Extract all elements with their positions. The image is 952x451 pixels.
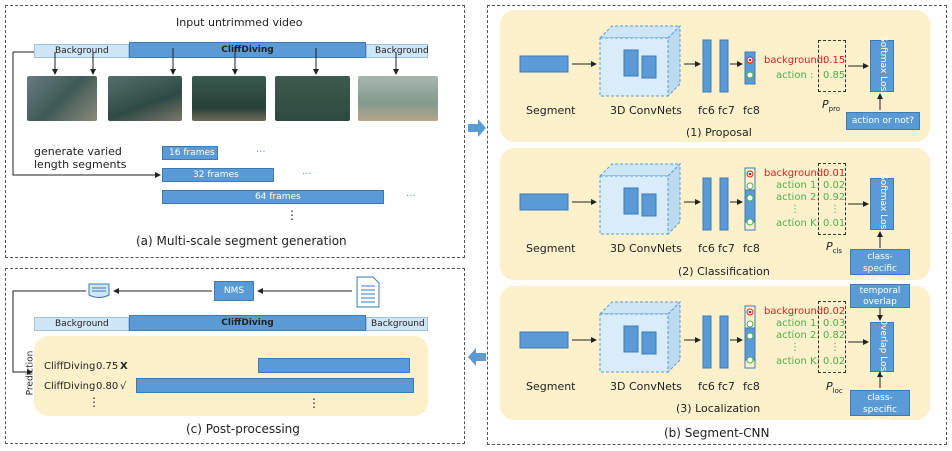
localization-value-2: 0.82	[823, 330, 846, 341]
panel-a	[5, 5, 465, 258]
localization-label-1: action 1:	[776, 318, 820, 329]
video-frame-thumbnail	[275, 76, 350, 121]
video-bar-left-background: Background	[34, 44, 129, 58]
proposal-fc7-label: fc7	[718, 104, 735, 117]
proposal-p-label: Ppro	[822, 98, 841, 114]
panel-b	[487, 5, 947, 445]
localization-label-4: action K:	[776, 356, 820, 367]
localization-value-4: 0.02	[823, 356, 846, 367]
classification-fc8-label: fc8	[743, 242, 760, 255]
classification-fc7-label: fc7	[718, 242, 735, 255]
segment-32-ellipsis: ...	[302, 166, 312, 177]
document-icon	[356, 276, 380, 308]
segment-64-ellipsis: ...	[406, 188, 416, 199]
classification-segment-label: Segment	[526, 242, 576, 255]
segment-16-ellipsis: ...	[256, 144, 266, 155]
classification-value-4: 0.01	[823, 218, 846, 229]
proposal-fc6-label: fc6	[698, 104, 715, 117]
classification-label-0: background:	[764, 168, 827, 179]
localization-label-2: action 2:	[776, 330, 820, 341]
classification-label-1: action 1:	[776, 180, 820, 191]
post-bar-right-background: Background	[366, 317, 428, 331]
segment-vertical-dots: ⋮	[286, 208, 298, 222]
proposal-label-action: action :	[776, 70, 814, 81]
classification-fc6-label: fc6	[698, 242, 715, 255]
input-video-title: Input untrimmed video	[176, 16, 303, 29]
proposal-value-action: 0.85	[823, 70, 846, 81]
classification-label-4: action K:	[776, 218, 820, 229]
classification-value-1: 0.02	[823, 180, 846, 191]
localization-temporal-overlap: temporal overlap	[850, 284, 910, 308]
prediction-vdots-left: ⋮	[88, 395, 100, 409]
video-frame-thumbnail	[108, 76, 182, 121]
panel-c	[5, 268, 465, 444]
proposal-fc8-label: fc8	[743, 104, 760, 117]
proposal-value-background: 0.15	[823, 55, 846, 66]
nms-box: NMS	[214, 281, 254, 301]
generate-text-line2: length segments	[34, 158, 127, 171]
prediction-row-2-label: CliffDiving	[44, 381, 96, 392]
localization-caption: (3) Localization	[676, 402, 761, 415]
segment-16-frames: 16 frames	[162, 146, 218, 160]
proposal-convnets-label: 3D ConvNets	[610, 104, 682, 117]
classification-class-label: class-specific label	[850, 249, 910, 286]
panel-c-caption: (c) Post-processing	[186, 422, 300, 436]
video-frame-thumbnail	[27, 76, 97, 121]
video-frame-thumbnail	[192, 76, 266, 121]
prediction-row-2-score: 0.80	[96, 381, 119, 392]
classification-p-box	[818, 163, 846, 235]
prediction-row-2-bar	[136, 378, 414, 393]
classification-convnets-label: 3D ConvNets	[610, 242, 682, 255]
classification-label-3: ⋮	[790, 204, 800, 215]
prediction-area	[34, 336, 428, 416]
classification-value-2: 0.92	[823, 192, 846, 203]
classification-softmax-loss: Softmax Loss	[870, 174, 894, 234]
classification-caption: (2) Classification	[678, 265, 770, 278]
segment-32-frames: 32 frames	[162, 168, 274, 182]
prediction-row-1-score: 0.75	[96, 361, 119, 372]
localization-value-1: 0.03	[823, 318, 846, 329]
localization-label-3: ⋮	[790, 342, 800, 353]
prediction-vdots-right: ⋮	[308, 396, 320, 410]
localization-fc6-label: fc6	[698, 380, 715, 393]
proposal-p-box	[818, 40, 846, 92]
post-bar-cliffdiving: CliffDiving	[129, 315, 366, 331]
generate-text-line1: generate varied	[34, 145, 122, 158]
localization-value-0: 0.02	[823, 306, 846, 317]
classification-label-2: action 2:	[776, 192, 820, 203]
localization-fc7-label: fc7	[718, 380, 735, 393]
video-frame-thumbnail	[358, 76, 438, 121]
proposal-label-background: background:	[764, 55, 827, 66]
prediction-row-1-label: CliffDiving	[44, 361, 96, 372]
localization-class-label: class-specific label	[850, 390, 910, 427]
post-bar-left-background: Background	[34, 317, 129, 331]
proposal-caption: (1) Proposal	[686, 126, 752, 139]
classification-value-3: ⋮	[830, 204, 840, 215]
video-bar-right-background: Background	[366, 44, 429, 58]
localization-overlap-loss: Overlap Loss	[870, 318, 894, 376]
prediction-row-2-mark: √	[120, 381, 127, 392]
video-bar-cliffdiving: CliffDiving	[129, 42, 366, 58]
proposal-segment-label: Segment	[526, 104, 576, 117]
prediction-row-1-mark: X	[120, 361, 128, 372]
segment-64-frames: 64 frames	[162, 190, 384, 204]
proposal-softmax-loss: Softmax Loss	[870, 36, 894, 96]
panel-a-caption: (a) Multi-scale segment generation	[136, 234, 347, 248]
proposal-action-or-not: action or not?	[846, 112, 920, 130]
localization-p-box	[818, 301, 846, 373]
small-document-icon	[88, 283, 110, 298]
classification-p-label: Pcls	[826, 240, 843, 256]
localization-convnets-label: 3D ConvNets	[610, 380, 682, 393]
panel-b-caption: (b) Segment-CNN	[664, 426, 770, 440]
localization-segment-label: Segment	[526, 380, 576, 393]
prediction-row-1-bar	[258, 358, 410, 373]
localization-p-label: Ploc	[826, 380, 843, 396]
classification-value-0: 0.01	[823, 168, 846, 179]
localization-value-3: ⋮	[830, 342, 840, 353]
localization-label-0: background:	[764, 306, 827, 317]
localization-fc8-label: fc8	[743, 380, 760, 393]
